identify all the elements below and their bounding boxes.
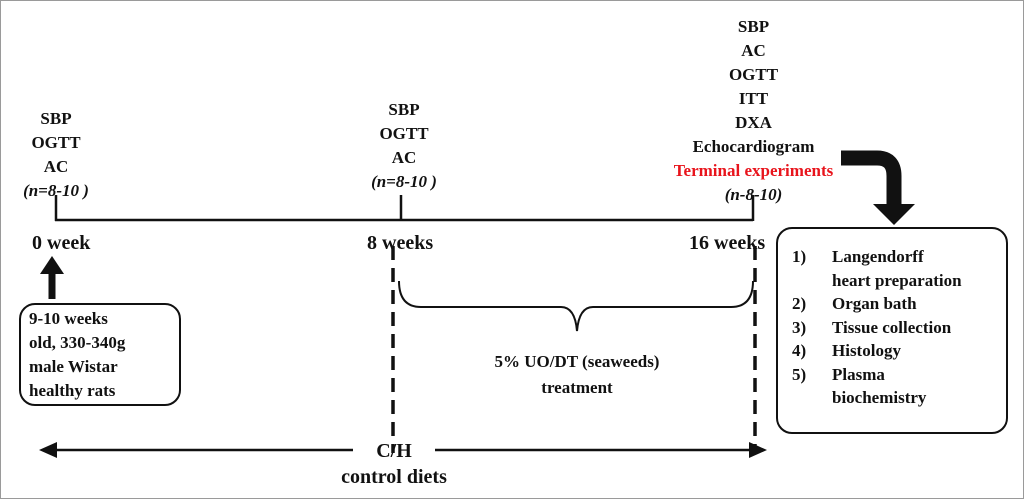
measure: SBP — [388, 100, 420, 119]
list-item: 2) Organ bath — [792, 292, 1006, 316]
up-arrow-head — [40, 256, 64, 274]
week-label-0: 0 week — [32, 232, 91, 254]
step-number: 2) — [792, 294, 807, 313]
measure: SBP — [40, 109, 72, 128]
step-text: Tissue collection — [832, 317, 952, 337]
bent-arrow-head — [873, 204, 915, 225]
measure: SBP — [737, 17, 770, 36]
step-number: 3) — [792, 317, 807, 337]
animals-line: old, 330-340g — [29, 333, 126, 352]
measure: AC — [43, 157, 69, 176]
list-item: 3) Tissue collection — [792, 316, 1006, 340]
timepoint-0-measures: SBP OGTT AC (n=8-10 ) — [21, 107, 91, 203]
bent-arrow-shaft — [841, 150, 902, 206]
step-text: Histology — [832, 341, 901, 360]
measure: OGTT — [31, 133, 81, 152]
terminal-experiments-box: 1) Langendorff heart preparation 2) Orga… — [776, 227, 1008, 434]
animals-box: 9-10 weeks old, 330-340g male Wistar hea… — [19, 303, 181, 406]
measure: OGTT — [728, 65, 779, 84]
control-line: C/H — [376, 440, 412, 462]
step-number: 5) — [792, 364, 807, 384]
step-text: Organ bath — [832, 294, 917, 313]
treatment-line: treatment — [541, 378, 613, 397]
week-label-8: 8 weeks — [367, 232, 434, 254]
step-text: Plasma — [832, 364, 885, 384]
list-item: 4) Histology — [792, 339, 1006, 363]
control-arrowhead-right — [749, 442, 767, 458]
animals-line: 9-10 weeks — [29, 309, 108, 328]
measure: AC — [391, 148, 417, 167]
measure: Echocardiogram — [692, 137, 815, 156]
treatment-brace — [398, 280, 754, 332]
step-text: biochemistry — [832, 388, 927, 407]
step-text: heart preparation — [832, 270, 962, 290]
measure: DXA — [735, 113, 772, 132]
terminal-steps-list: 1) Langendorff heart preparation 2) Orga… — [792, 245, 1006, 410]
list-item: 1) Langendorff heart preparation — [792, 245, 1006, 292]
sample-size: (n=8-10 ) — [23, 181, 89, 200]
timepoint-8-measures: SBP OGTT AC (n=8-10 ) — [364, 98, 444, 194]
control-arrowhead-left — [39, 442, 57, 458]
step-number: 4) — [792, 341, 807, 360]
control-diets-label: C/H control diets — [304, 438, 484, 490]
step-text: Langendorff — [832, 247, 924, 266]
animals-line: healthy rats — [29, 381, 116, 400]
sample-size: (n=8-10 ) — [371, 172, 437, 191]
week-label-16: 16 weeks — [689, 232, 766, 254]
animals-line: male Wistar — [29, 357, 118, 376]
treatment-label: 5% UO/DT (seaweeds) treatment — [467, 349, 687, 401]
treatment-line: 5% UO/DT (seaweeds) — [494, 352, 660, 371]
measure: ITT — [738, 89, 769, 108]
measure: OGTT — [379, 124, 429, 143]
timepoint-16-measures: SBP AC OGTT ITT DXA Echocardiogram Termi… — [661, 15, 846, 207]
measure: AC — [741, 41, 766, 60]
sample-size: (n-8-10) — [724, 185, 783, 204]
list-item: 5) Plasma biochemistry — [792, 363, 1006, 410]
control-line: control diets — [341, 466, 447, 488]
terminal-experiments-label: Terminal experiments — [673, 161, 834, 180]
step-number: 1) — [792, 247, 807, 266]
